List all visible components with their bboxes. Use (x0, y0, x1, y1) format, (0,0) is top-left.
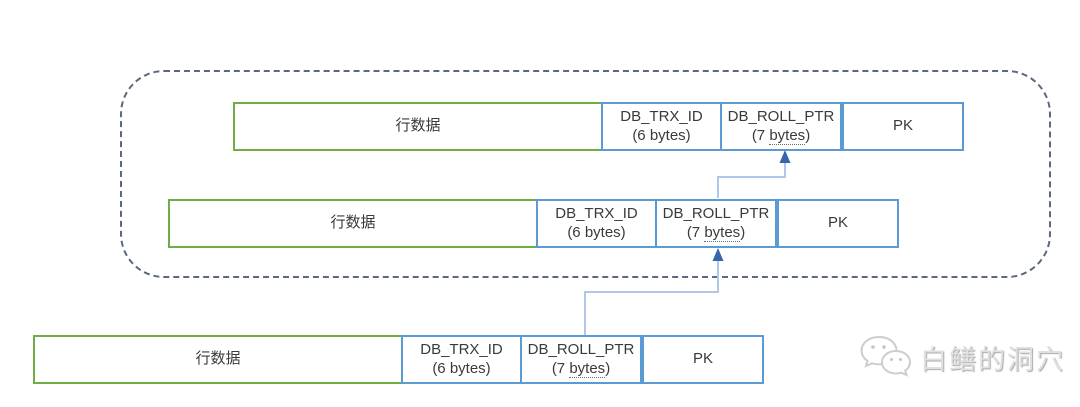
db-roll-ptr-size: (7 bytes) (751, 126, 811, 145)
db-roll-ptr-cell: DB_ROLL_PTR (7 bytes) (520, 335, 642, 384)
row-data-cell: 行数据 (33, 335, 403, 384)
db-roll-ptr-cell: DB_ROLL_PTR (7 bytes) (655, 199, 777, 248)
row-data-label: 行数据 (330, 214, 376, 232)
db-roll-ptr-label: DB_ROLL_PTR (727, 108, 835, 126)
row-data-cell: 行数据 (168, 199, 538, 248)
pk-cell: PK (642, 335, 764, 384)
pk-cell: PK (842, 102, 964, 151)
db-trx-id-size: (6 bytes) (567, 223, 626, 241)
row-data-label: 行数据 (195, 350, 241, 368)
db-roll-ptr-label: DB_ROLL_PTR (527, 341, 635, 359)
db-trx-id-label: DB_TRX_ID (420, 341, 503, 359)
db-trx-id-cell: DB_TRX_ID (6 bytes) (601, 102, 722, 151)
db-roll-ptr-label: DB_ROLL_PTR (662, 205, 770, 223)
pk-label: PK (692, 350, 713, 368)
row-data-cell: 行数据 (233, 102, 603, 151)
db-roll-ptr-cell: DB_ROLL_PTR (7 bytes) (720, 102, 842, 151)
db-trx-id-label: DB_TRX_ID (620, 108, 703, 126)
pk-label: PK (827, 214, 848, 232)
watermark-text: 白鳝的洞穴 (920, 344, 1065, 375)
db-trx-id-size: (6 bytes) (432, 359, 491, 377)
record-version-row-3: 行数据 DB_TRX_ID (6 bytes) DB_ROLL_PTR (7 b… (33, 335, 764, 384)
row-data-label: 行数据 (395, 117, 441, 135)
db-trx-id-size: (6 bytes) (632, 126, 691, 144)
record-version-row-2: 行数据 DB_TRX_ID (6 bytes) DB_ROLL_PTR (7 b… (168, 199, 899, 248)
pk-cell: PK (777, 199, 899, 248)
watermark: 白鳝的洞穴 (858, 334, 1065, 380)
db-roll-ptr-size: (7 bytes) (551, 359, 611, 378)
record-version-row-1: 行数据 DB_TRX_ID (6 bytes) DB_ROLL_PTR (7 b… (233, 102, 964, 151)
db-trx-id-label: DB_TRX_ID (555, 205, 638, 223)
db-roll-ptr-size: (7 bytes) (686, 223, 746, 242)
db-trx-id-cell: DB_TRX_ID (6 bytes) (536, 199, 657, 248)
pk-label: PK (892, 117, 913, 135)
db-trx-id-cell: DB_TRX_ID (6 bytes) (401, 335, 522, 384)
wechat-icon (858, 334, 912, 380)
